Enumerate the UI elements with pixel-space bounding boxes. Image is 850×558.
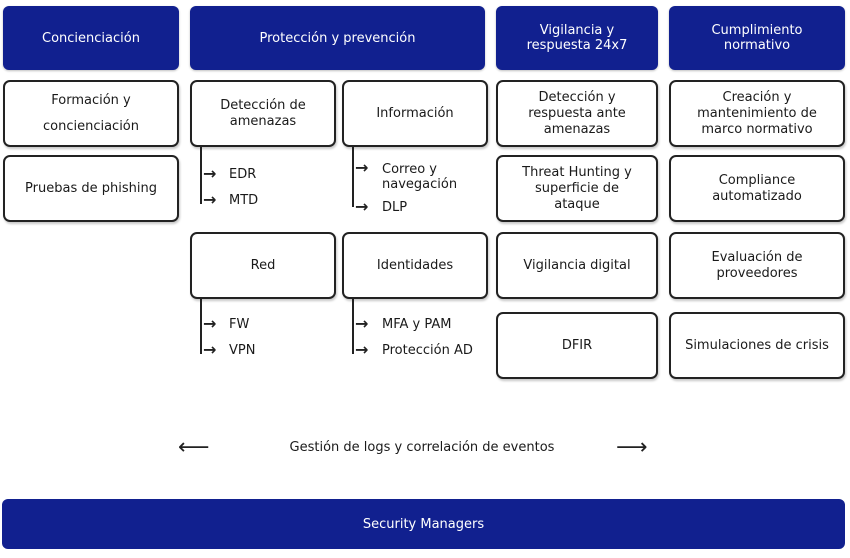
arrow-right-icon: → <box>355 314 369 333</box>
arrow-right-icon: → <box>203 314 217 333</box>
arrow-right-icon: → <box>355 197 369 216</box>
item-edr: EDR <box>229 167 257 182</box>
box-marco-normativo: Creación y mantenimiento de marco normat… <box>669 80 845 147</box>
connector-line <box>200 147 202 204</box>
box-dfir: DFIR <box>496 312 658 379</box>
box-formacion-concienciacion: Formación y concienciación <box>3 80 179 147</box>
box-simulaciones-crisis: Simulaciones de crisis <box>669 312 845 379</box>
box-vigilancia-digital: Vigilancia digital <box>496 232 658 299</box>
header-proteccion-prevencion: Protección y prevención <box>190 6 485 70</box>
box-deteccion-amenazas: Detección de amenazas <box>190 80 336 147</box>
header-vigilancia-respuesta: Vigilancia y respuesta 24x7 <box>496 6 658 70</box>
box-identidades: Identidades <box>342 232 488 299</box>
arrow-right-icon: → <box>203 164 217 183</box>
arrow-right-icon: → <box>355 158 369 177</box>
header-concienciacion: Concienciación <box>3 6 179 70</box>
item-proteccion-ad: Protección AD <box>382 343 473 358</box>
item-vpn: VPN <box>229 343 256 358</box>
item-mfa-pam: MFA y PAM <box>382 317 452 332</box>
box-deteccion-respuesta: Detección y respuesta ante amenazas <box>496 80 658 147</box>
connector-line <box>352 147 354 207</box>
arrow-right-icon: → <box>203 340 217 359</box>
connector-line <box>352 299 354 354</box>
connector-line <box>200 299 202 354</box>
header-cumplimiento-normativo: Cumplimiento normativo <box>669 6 845 70</box>
arrow-left-icon: ⟵ <box>178 435 210 460</box>
arrow-right-icon: → <box>203 190 217 209</box>
item-correo-navegacion: Correo y navegación <box>382 162 458 192</box>
arrow-right-icon: → <box>355 340 369 359</box>
box-evaluacion-proveedores: Evaluación de proveedores <box>669 232 845 299</box>
item-mtd: MTD <box>229 193 259 208</box>
footer-security-managers: Security Managers <box>2 499 845 549</box>
box-pruebas-phishing: Pruebas de phishing <box>3 155 179 222</box>
box-red: Red <box>190 232 336 299</box>
box-threat-hunting: Threat Hunting y superficie de ataque <box>496 155 658 222</box>
item-dlp: DLP <box>382 200 408 215</box>
box-compliance-automatizado: Compliance automatizado <box>669 155 845 222</box>
item-fw: FW <box>229 317 250 332</box>
arrow-right-long-icon: ⟶ <box>616 435 648 460</box>
box-informacion: Información <box>342 80 488 147</box>
logs-label: Gestión de logs y correlación de eventos <box>289 440 555 455</box>
